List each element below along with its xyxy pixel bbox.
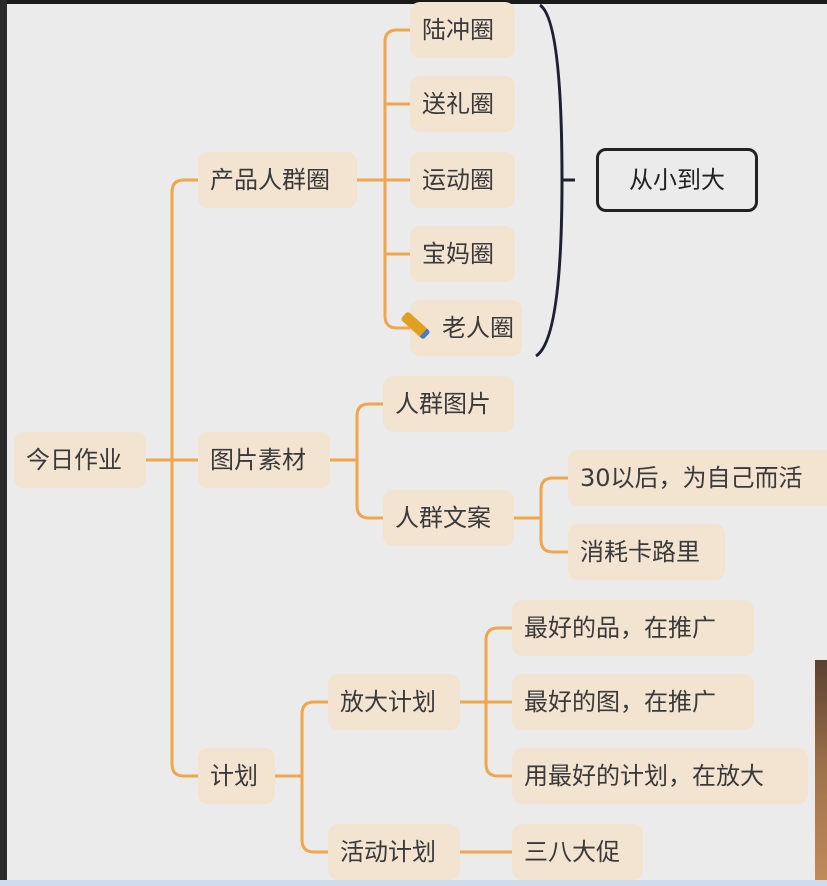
node-best-image[interactable]: 最好的图，在推广 [512,674,754,730]
summary-note[interactable]: 从小到大 [596,148,758,212]
node-plan[interactable]: 计划 [198,748,275,804]
node-amplify-plan[interactable]: 放大计划 [328,674,460,730]
node-product-crowd[interactable]: 产品人群圈 [198,152,357,208]
taskbar [0,880,827,886]
node-elder[interactable]: 老人圈 [410,300,522,356]
node-sport[interactable]: 运动圈 [410,152,515,208]
node-38-sale[interactable]: 三八大促 [512,824,643,880]
root-node[interactable]: 今日作业 [14,432,146,488]
top-bar [0,0,827,4]
node-crowd-copy[interactable]: 人群文案 [383,490,514,546]
node-event-plan[interactable]: 活动计划 [328,824,460,880]
left-edge [0,0,7,880]
node-copy-after-30[interactable]: 30以后，为自己而活 [568,450,827,506]
node-image-material[interactable]: 图片素材 [198,432,330,488]
webcam-overlay [815,660,827,880]
node-gift[interactable]: 送礼圈 [410,76,515,132]
node-mom[interactable]: 宝妈圈 [410,226,515,282]
node-best-product[interactable]: 最好的品，在推广 [512,600,754,656]
node-copy-calories[interactable]: 消耗卡路里 [568,524,725,580]
node-luchong[interactable]: 陆冲圈 [410,2,515,58]
node-best-plan[interactable]: 用最好的计划，在放大 [512,748,808,804]
node-crowd-images[interactable]: 人群图片 [383,376,514,432]
